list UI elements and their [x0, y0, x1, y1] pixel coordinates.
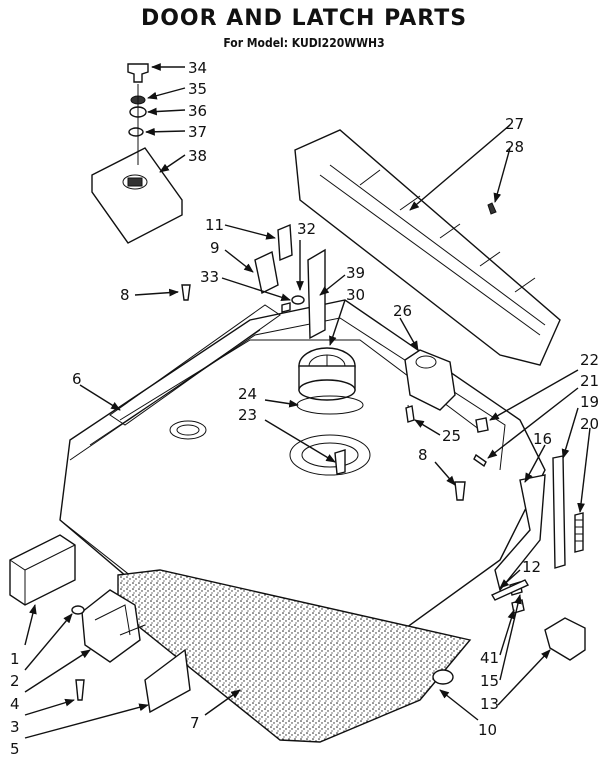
callout-11: 11: [205, 216, 224, 234]
lower-left-parts: [9, 534, 191, 714]
callout-20: 20: [580, 415, 599, 433]
callout-36: 36: [188, 102, 207, 120]
callout-13: 13: [480, 695, 499, 713]
callout-19: 19: [580, 393, 599, 411]
callout-24: 24: [238, 385, 257, 403]
callout-3: 3: [10, 718, 20, 736]
timer-module: [91, 147, 183, 244]
callout-6: 6: [72, 370, 82, 388]
lower-right-bracket: [490, 579, 586, 661]
callout-7: 7: [190, 714, 200, 732]
callout-21: 21: [580, 372, 599, 390]
callout-41: 41: [480, 649, 499, 667]
callout-9: 9: [210, 239, 220, 257]
callout-28: 28: [505, 138, 524, 156]
fasteners: [181, 223, 466, 685]
callout-15: 15: [480, 672, 499, 690]
callout-labels: 34 35 36 37 38 11 9 33 8 32 39 30 6 24 2…: [10, 59, 599, 758]
insulation-pad: [117, 569, 472, 743]
callout-38: 38: [188, 147, 207, 165]
callout-34: 34: [188, 59, 207, 77]
callout-2: 2: [10, 672, 20, 690]
diagram-title: DOOR AND LATCH PARTS: [140, 6, 468, 31]
dispenser-assembly: [289, 347, 371, 476]
callout-10: 10: [478, 721, 497, 739]
callout-12: 12: [522, 558, 541, 576]
knob-stack: [127, 63, 149, 165]
callout-4: 4: [10, 695, 20, 713]
callout-37: 37: [188, 123, 207, 141]
callout-16: 16: [533, 430, 552, 448]
callout-23: 23: [238, 406, 257, 424]
callout-25: 25: [442, 427, 461, 445]
callout-33: 33: [200, 268, 219, 286]
callout-26: 26: [393, 302, 412, 320]
callout-30: 30: [346, 286, 365, 304]
side-hinge-parts: [473, 417, 584, 592]
callout-22: 22: [580, 351, 599, 369]
callout-8a: 8: [120, 286, 130, 304]
leader-lines: [24, 63, 591, 739]
callout-39: 39: [346, 264, 365, 282]
callout-1: 1: [10, 650, 20, 668]
callout-5: 5: [10, 740, 20, 758]
callout-27: 27: [505, 115, 524, 133]
callout-35: 35: [188, 80, 207, 98]
callout-32: 32: [297, 220, 316, 238]
callout-8b: 8: [418, 446, 428, 464]
model-number: For Model: KUDI220WWH3: [223, 36, 385, 50]
